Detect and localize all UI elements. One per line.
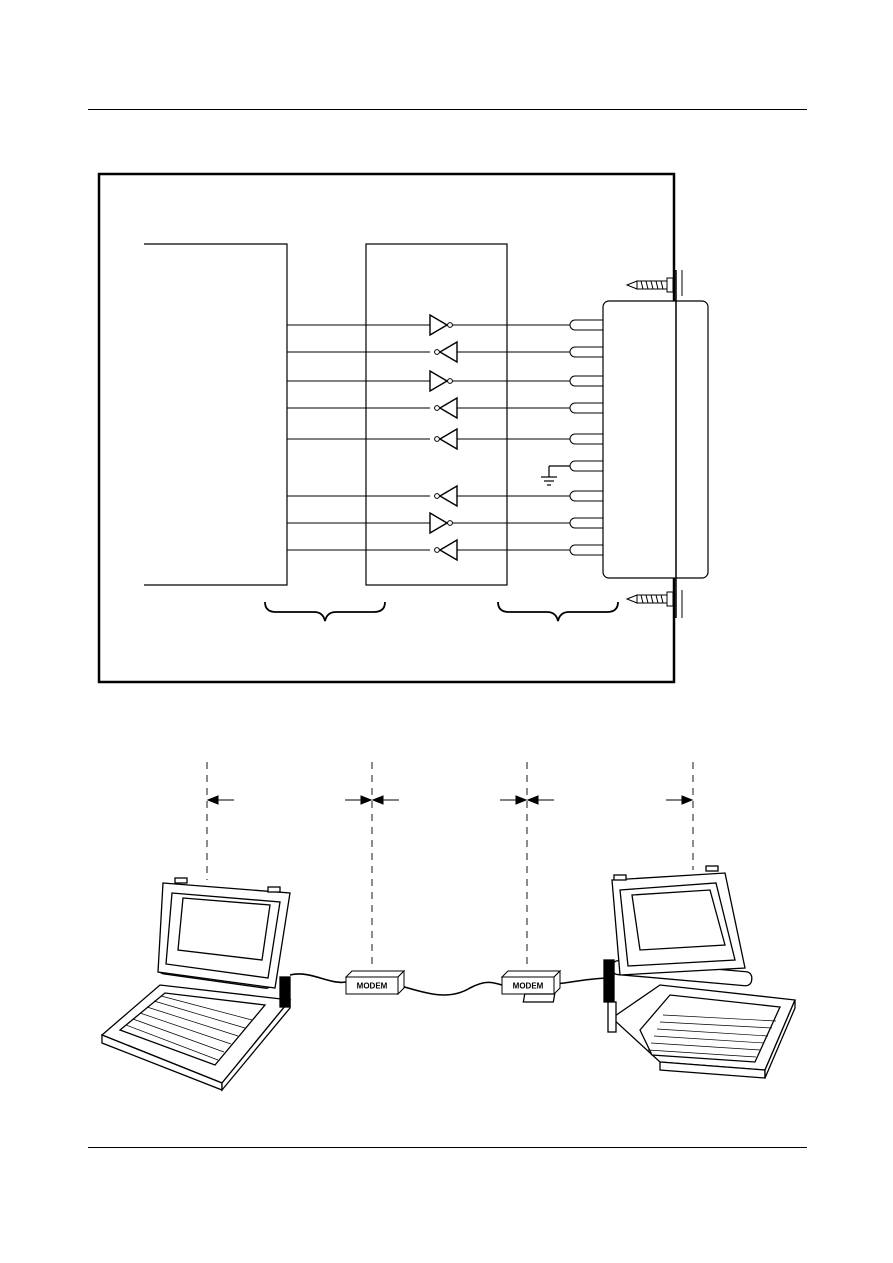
header-rule xyxy=(88,109,807,110)
signal-lines xyxy=(287,324,575,551)
connector-pins xyxy=(569,319,604,556)
receiver-in-icon xyxy=(433,428,458,450)
laptop-icon xyxy=(522,865,796,1079)
arrow-icon xyxy=(371,795,384,805)
arrow-icon xyxy=(206,795,219,805)
brace-left xyxy=(264,601,386,622)
receiver-in-icon xyxy=(433,397,458,419)
dimension-guides xyxy=(206,762,694,970)
brace-right xyxy=(497,601,619,622)
controller-block xyxy=(144,243,288,586)
laptop-icon xyxy=(100,877,292,1092)
arrow-icon xyxy=(515,795,528,805)
arrow-icon xyxy=(360,795,373,805)
interface-frame xyxy=(97,172,676,684)
modem-icon: MODEM xyxy=(344,969,406,996)
screw-icon xyxy=(626,277,674,293)
modem-label: MODEM xyxy=(513,982,544,991)
footer-rule xyxy=(88,1147,807,1148)
modem-icon: MODEM xyxy=(500,969,562,996)
screw-icon xyxy=(626,591,674,607)
ground-icon xyxy=(541,465,575,486)
driver-out-icon xyxy=(429,314,454,336)
receiver-in-icon xyxy=(433,539,458,561)
receiver-in-icon xyxy=(433,485,458,507)
driver-block xyxy=(365,243,508,586)
arrow-icon xyxy=(526,795,539,805)
receiver-in-icon xyxy=(433,341,458,363)
arrow-icon xyxy=(681,795,694,805)
cables xyxy=(289,973,611,996)
modem-label: MODEM xyxy=(357,982,388,991)
driver-out-icon xyxy=(429,370,454,392)
dimension-arrows xyxy=(206,795,694,805)
db-connector xyxy=(602,300,709,579)
driver-out-icon xyxy=(429,512,454,534)
